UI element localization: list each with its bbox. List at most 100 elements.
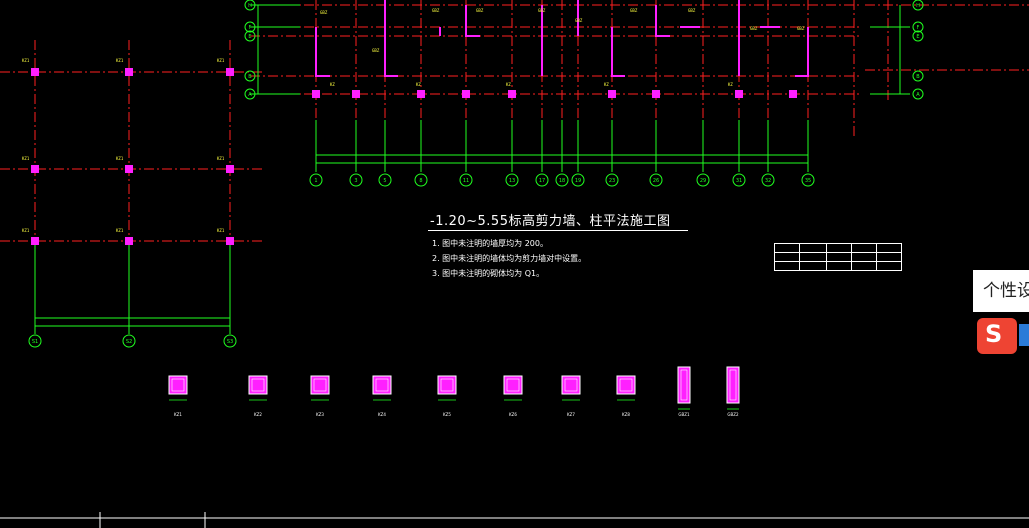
svg-text:GBZ: GBZ <box>320 10 328 15</box>
section-label: KZ5 <box>443 412 451 417</box>
axis-circles-left <box>244 0 256 100</box>
section-kz6: KZ6 <box>503 375 523 417</box>
svg-text:GBZ: GBZ <box>750 26 758 31</box>
section-kz4: KZ4 <box>372 375 392 417</box>
axis-labels-left: H FE B A <box>248 3 252 98</box>
section-label: KZ6 <box>509 412 517 417</box>
svg-text:KZ1: KZ1 <box>22 156 30 161</box>
section-label: KZ2 <box>254 412 262 417</box>
note-1: 1. 图中未注明的墙厚均为 200。 <box>432 239 548 248</box>
axis-label-8: 8 <box>419 178 422 184</box>
svg-text:KZ1: KZ1 <box>217 58 225 63</box>
axis-circles-bottom <box>309 173 815 187</box>
svg-text:E: E <box>916 34 919 40</box>
svg-text:H: H <box>916 3 920 9</box>
drawing-title: -1.20~5.55标高剪力墙、柱平法施工图 <box>430 214 671 229</box>
svg-text:KZ1: KZ1 <box>22 58 30 63</box>
axis-label-18: 18 <box>559 178 565 184</box>
section-kz1: KZ1 <box>168 375 188 417</box>
svg-text:KZ: KZ <box>416 82 421 87</box>
axis-label-5: 5 <box>383 178 386 184</box>
section-kz3: KZ3 <box>310 375 330 417</box>
section-label: GBZ1 <box>678 412 690 417</box>
grid-verticals-main <box>315 0 889 136</box>
section-label: KZ8 <box>622 412 630 417</box>
axis-label-11: 11 <box>463 178 469 184</box>
note-2: 2. 图中未注明的墙体均为剪力墙对中设置。 <box>432 254 587 263</box>
svg-text:GBZ: GBZ <box>797 26 805 31</box>
axis-label-1: 1 <box>314 178 317 184</box>
section-label: KZ4 <box>378 412 386 417</box>
svg-text:F: F <box>249 25 252 31</box>
axis-label-13: 13 <box>509 178 515 184</box>
svg-text:B: B <box>248 74 252 80</box>
section-gbz1: GBZ1 <box>677 366 691 417</box>
axis-label-29: 29 <box>700 178 706 184</box>
axis-label-s3: S3 <box>227 339 233 345</box>
ime-tooltip[interactable]: 个性设 <box>973 270 1029 312</box>
svg-text:B: B <box>916 74 920 80</box>
svg-text:KZ: KZ <box>330 82 335 87</box>
column-sections: KZ1 KZ2 KZ3 KZ4 KZ5 KZ6 KZ7 KZ8 GBZ1 GBZ2 <box>168 366 740 417</box>
axis-labels-right: H FE B A <box>916 3 920 98</box>
svg-text:KZ1: KZ1 <box>116 58 124 63</box>
svg-text:GBZ: GBZ <box>575 18 583 23</box>
note-3: 3. 图中未注明的砌体均为 Q1。 <box>432 269 545 278</box>
ime-side-tab[interactable] <box>1019 324 1029 346</box>
svg-text:E: E <box>248 34 251 40</box>
section-label: KZ3 <box>316 412 324 417</box>
ime-icon-letter: S <box>985 320 1003 348</box>
svg-text:KZ1: KZ1 <box>116 156 124 161</box>
section-label: KZ1 <box>174 412 182 417</box>
svg-text:KZ1: KZ1 <box>217 228 225 233</box>
svg-text:F: F <box>917 25 920 31</box>
axis-label-26: 26 <box>653 178 659 184</box>
svg-text:GBZ: GBZ <box>630 8 638 13</box>
svg-text:A: A <box>916 92 920 98</box>
dimension-main <box>315 120 809 172</box>
svg-text:KZ1: KZ1 <box>217 156 225 161</box>
small-labels-main: GBZ GBZ GBZ GBZ GBZ GBZ GBZ GBZ GBZ GBZ KZ KZ KZ… <box>320 8 805 87</box>
section-label: KZ7 <box>567 412 575 417</box>
grid-lines-main <box>250 4 1029 95</box>
svg-text:GBZ: GBZ <box>476 8 484 13</box>
section-gbz2: GBZ2 <box>726 366 740 417</box>
dimension-left-block <box>28 245 237 348</box>
section-kz2: KZ2 <box>248 375 268 417</box>
axis-label-23: 23 <box>609 178 615 184</box>
svg-text:KZ1: KZ1 <box>116 228 124 233</box>
axis-labels-left-block: S1 S2 S3 <box>32 339 233 345</box>
sogou-ime-icon[interactable] <box>977 318 1017 354</box>
boundary-green <box>250 4 910 95</box>
svg-text:KZ: KZ <box>728 82 733 87</box>
svg-text:GBZ: GBZ <box>538 8 546 13</box>
column-markers-left <box>31 68 234 245</box>
svg-text:GBZ: GBZ <box>432 8 440 13</box>
axis-label-s1: S1 <box>32 339 38 345</box>
svg-text:A: A <box>248 92 252 98</box>
svg-text:KZ1: KZ1 <box>22 228 30 233</box>
axis-label-31: 31 <box>736 178 742 184</box>
axis-label-35: 35 <box>805 178 811 184</box>
axis-label-32: 32 <box>765 178 771 184</box>
shear-walls <box>315 0 809 77</box>
title-underline <box>428 230 688 231</box>
viewport-edge <box>0 512 1029 528</box>
section-kz7: KZ7 <box>561 375 581 417</box>
axis-label-17: 17 <box>539 178 545 184</box>
section-label: GBZ2 <box>727 412 739 417</box>
axis-label-s2: S2 <box>126 339 132 345</box>
axis-label-3: 3 <box>354 178 357 184</box>
svg-text:GBZ: GBZ <box>372 48 380 53</box>
section-kz5: KZ5 <box>437 375 457 417</box>
svg-text:KZ: KZ <box>506 82 511 87</box>
svg-text:GBZ: GBZ <box>688 8 696 13</box>
section-kz8: KZ8 <box>616 375 636 417</box>
svg-text:KZ: KZ <box>604 82 609 87</box>
column-schedule-table <box>774 243 902 271</box>
svg-text:H: H <box>248 3 252 9</box>
column-markers-main <box>312 90 797 98</box>
